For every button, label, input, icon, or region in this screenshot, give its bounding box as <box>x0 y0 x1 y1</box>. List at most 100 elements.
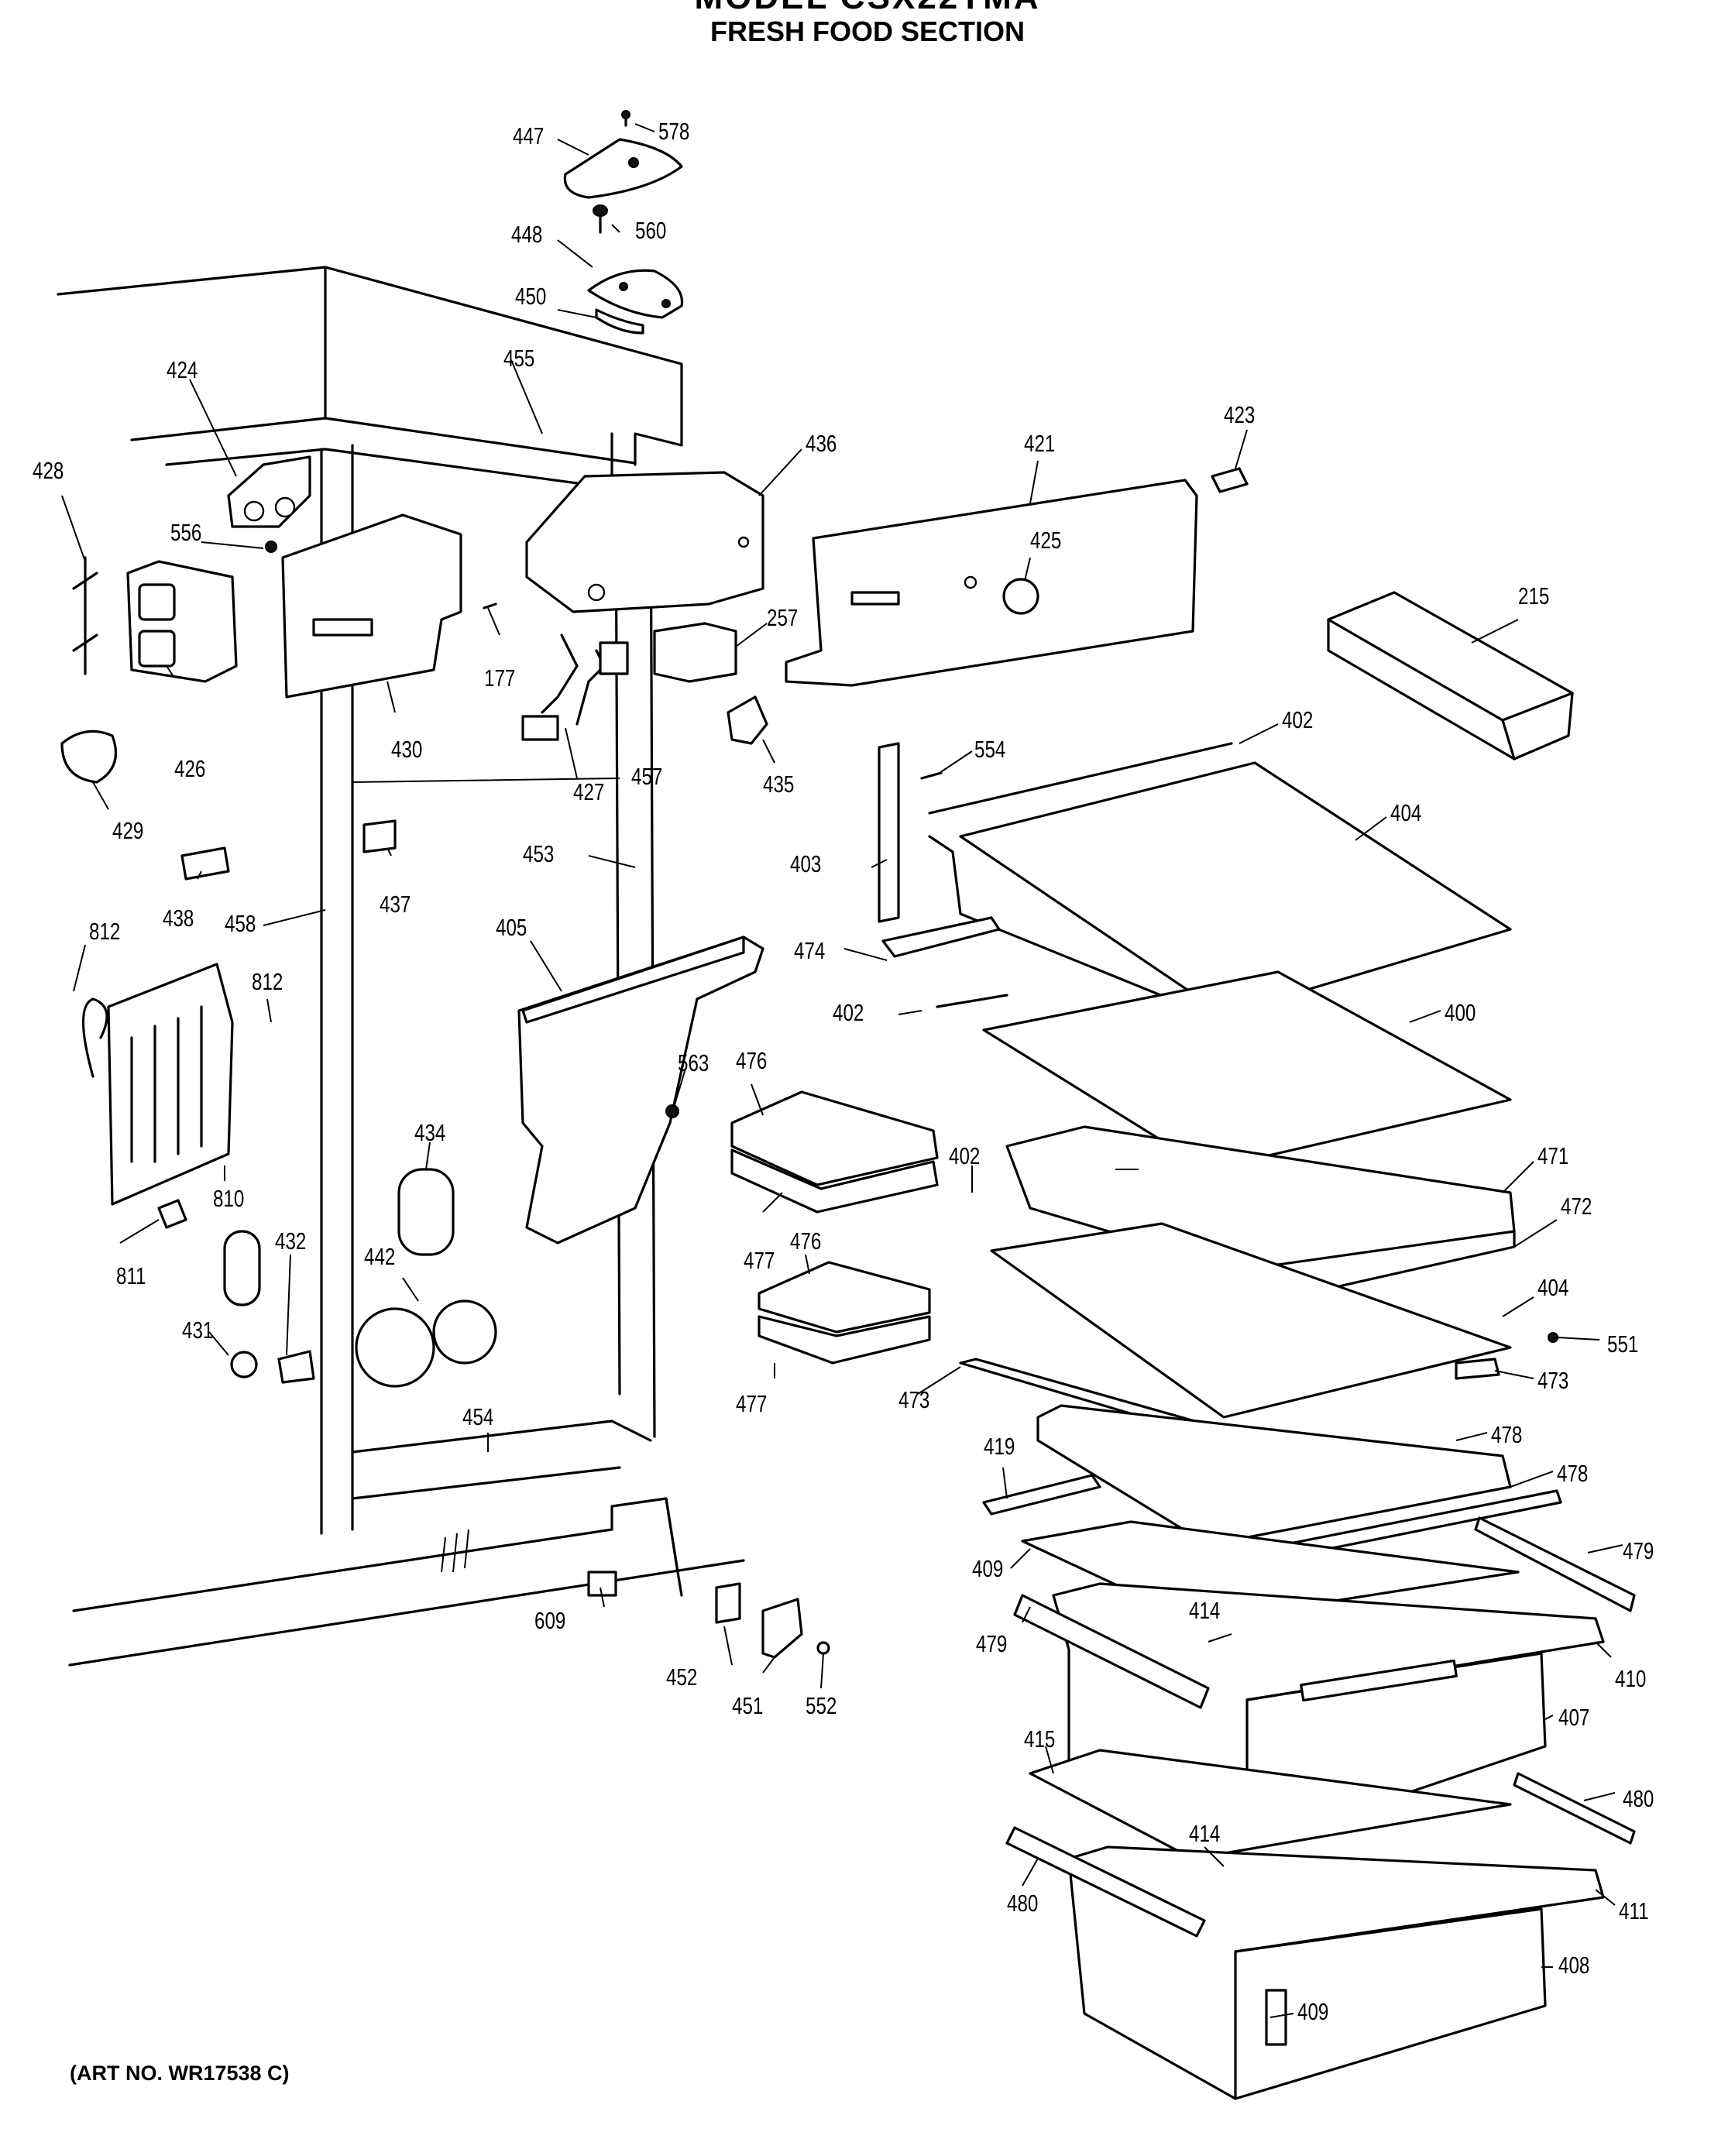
part-480-slide-left <box>1005 1826 1206 1938</box>
part-426-housing <box>126 560 238 683</box>
callout-411: 411 <box>1619 1897 1649 1924</box>
shelf-404-upper <box>928 742 1512 1016</box>
callout-429: 429 <box>112 817 144 844</box>
callout-454: 454 <box>462 1403 494 1430</box>
callout-609: 609 <box>534 1607 566 1634</box>
callout-421: 421 <box>1024 430 1056 457</box>
callout-423: 423 <box>1224 401 1256 428</box>
callout-563: 563 <box>678 1049 709 1076</box>
callout-436: 436 <box>806 430 837 457</box>
callout-478-upper: 478 <box>1491 1421 1523 1448</box>
callout-442: 442 <box>364 1243 396 1270</box>
part-415-glass-lower <box>1029 1749 1512 1860</box>
callout-414-upper: 414 <box>1189 1597 1221 1624</box>
callout-551: 551 <box>1607 1330 1639 1358</box>
part-552-screw <box>816 1641 830 1655</box>
callout-409-lower: 409 <box>1297 1998 1329 2025</box>
part-429-bulb <box>60 730 118 784</box>
callout-425: 425 <box>1030 527 1062 554</box>
callout-554: 554 <box>974 736 1006 763</box>
callout-472: 472 <box>1561 1193 1592 1220</box>
part-451-hinge <box>761 1598 803 1659</box>
callout-552: 552 <box>806 1692 837 1719</box>
shelf-400-middle <box>936 970 1512 1171</box>
part-405-duct <box>517 936 764 1245</box>
callout-455: 455 <box>503 345 535 372</box>
part-442-fan <box>432 1299 497 1365</box>
drawer-408 <box>1067 1845 1605 2100</box>
model-title: MODEL CSX22TMA <box>0 0 1735 17</box>
part-563-screw <box>665 1104 679 1118</box>
callout-431: 431 <box>182 1317 214 1344</box>
part-442-fan-housing <box>355 1307 435 1388</box>
callout-414-lower: 414 <box>1189 1820 1221 1847</box>
part-556-screw <box>265 541 277 553</box>
callout-556: 556 <box>170 519 202 546</box>
callout-409-upper: 409 <box>972 1555 1004 1582</box>
callout-448: 448 <box>511 221 543 248</box>
part-551-screw <box>1548 1332 1558 1343</box>
part-438-switch <box>180 846 230 881</box>
callout-405: 405 <box>496 914 527 941</box>
callout-404-lower: 404 <box>1537 1274 1569 1301</box>
part-427-plug <box>599 641 629 675</box>
callout-415: 415 <box>1024 1725 1056 1753</box>
part-428-wire <box>72 556 98 675</box>
part-419-slide <box>982 1474 1101 1516</box>
callout-451: 451 <box>732 1692 764 1719</box>
callout-438: 438 <box>163 905 194 932</box>
callout-457: 457 <box>631 763 663 790</box>
callout-410: 410 <box>1615 1665 1647 1692</box>
callout-477-lower: 477 <box>736 1390 768 1417</box>
part-478-crisper-cover <box>1036 1404 1512 1558</box>
callout-432: 432 <box>275 1227 307 1255</box>
part-431-socket <box>230 1351 258 1378</box>
section-title: FRESH FOOD SECTION <box>709 15 1026 47</box>
callout-478-lower: 478 <box>1557 1460 1589 1487</box>
part-424-bracket <box>227 455 311 528</box>
callout-177: 177 <box>484 664 516 692</box>
callout-435: 435 <box>763 771 795 798</box>
part-427-harness <box>541 633 606 726</box>
callout-812-left: 812 <box>89 918 121 945</box>
callout-453: 453 <box>523 840 555 867</box>
part-810-heater <box>107 963 234 1206</box>
callout-452: 452 <box>666 1663 698 1691</box>
callout-473-right: 473 <box>1537 1367 1569 1394</box>
part-431-grommet <box>223 1230 261 1306</box>
part-421-control-panel <box>785 479 1198 687</box>
top-hinge-assembly <box>563 110 684 335</box>
part-476-bin-upper <box>730 1090 939 1214</box>
callout-430: 430 <box>391 736 423 763</box>
callout-473-left: 473 <box>898 1386 930 1413</box>
callout-434: 434 <box>414 1119 446 1146</box>
part-480-slide-right <box>1513 1772 1636 1845</box>
callout-407: 407 <box>1558 1704 1590 1731</box>
callout-427: 427 <box>573 778 605 805</box>
part-473-rail-side <box>1455 1358 1500 1380</box>
part-177-screw <box>483 603 497 609</box>
part-811-clip <box>157 1199 187 1229</box>
callout-811: 811 <box>116 1262 146 1289</box>
callout-578: 578 <box>658 118 690 145</box>
callout-426: 426 <box>174 755 206 782</box>
part-257-timer <box>653 622 737 683</box>
part-437-switch <box>362 819 397 853</box>
callout-215: 215 <box>1518 582 1550 609</box>
part-452-plate <box>715 1582 741 1624</box>
shelf-404-lower <box>990 1222 1512 1419</box>
part-403-ladder <box>878 742 900 923</box>
part-435-knob <box>727 695 768 745</box>
callout-450: 450 <box>515 283 547 310</box>
part-479-slide-right <box>1474 1516 1636 1612</box>
callout-419: 419 <box>984 1433 1015 1460</box>
callout-810: 810 <box>213 1185 245 1212</box>
callout-402-lower: 402 <box>949 1142 981 1169</box>
part-427-connector <box>521 715 559 741</box>
callout-479-left: 479 <box>976 1630 1008 1657</box>
callout-257: 257 <box>767 604 799 631</box>
part-812-wire <box>82 997 108 1078</box>
callout-403: 403 <box>790 850 822 877</box>
callout-404-upper: 404 <box>1390 799 1422 826</box>
